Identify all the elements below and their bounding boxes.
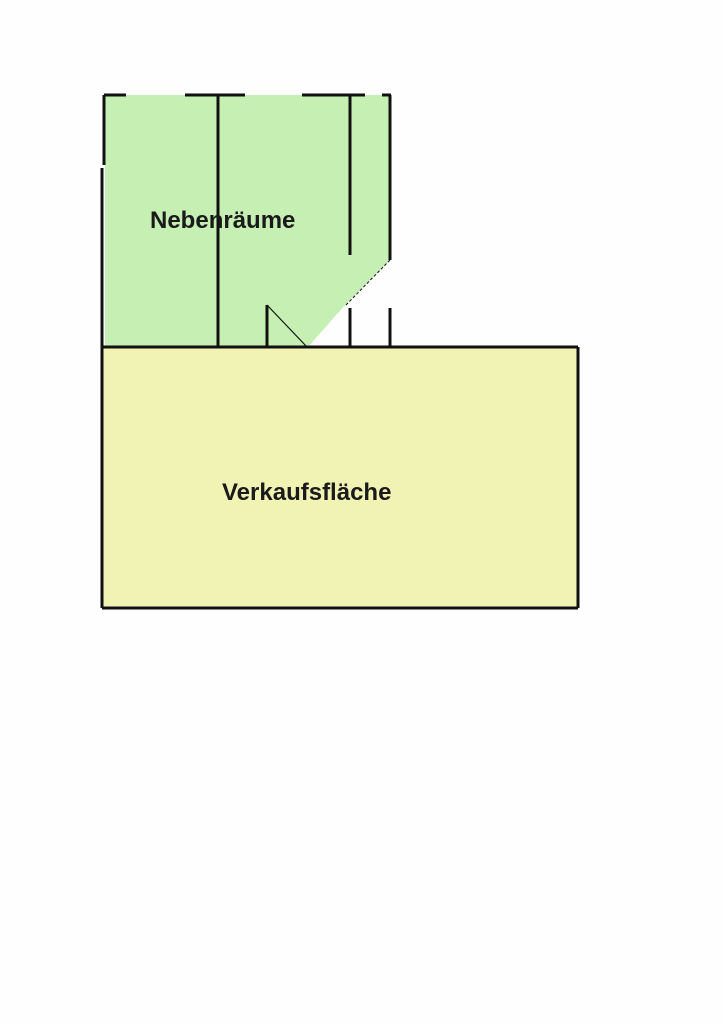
secondary-rooms-label: Nebenräume <box>150 207 295 234</box>
sales-area-label: Verkaufsfläche <box>222 479 391 506</box>
walls <box>100 93 580 610</box>
sales-area <box>103 347 578 608</box>
secondary-rooms-area <box>105 95 390 347</box>
